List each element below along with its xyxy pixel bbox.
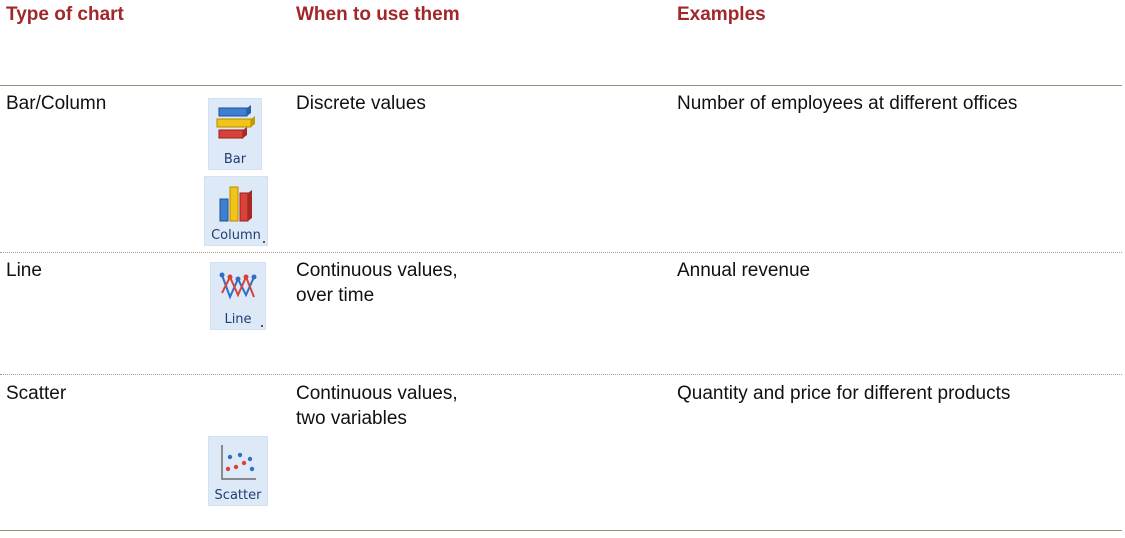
row-scatter-example: Quantity and price for different product… [677,383,1011,404]
scatter-button-label: Scatter [214,488,262,503]
line-chart-button[interactable]: Line [210,262,266,330]
expand-dot-icon [261,325,263,327]
row-line-type: Line [6,260,42,281]
row-line-when-line1: Continuous values, [296,260,458,281]
table-bottom-rule [0,530,1122,531]
bar-chart-button[interactable]: Bar [208,98,262,170]
bar-chart-icon [216,105,255,139]
scatter-chart-icon [221,445,256,480]
row-scatter-when-line1: Continuous values, [296,383,458,404]
column-chart-button[interactable]: Column [204,176,268,246]
line-chart-icon [219,272,257,300]
column-header-type: Type of chart [6,4,124,25]
row-bar-example: Number of employees at different offices [677,93,1018,114]
row-bar-when: Discrete values [296,93,426,114]
row-scatter-type: Scatter [6,383,67,404]
column-button-label: Column [211,228,261,243]
line-button-label: Line [224,312,252,327]
row-divider-1 [0,252,1122,253]
row-line-when-line2: over time [296,285,375,306]
row-line-example: Annual revenue [677,260,811,281]
row-scatter-when: Continuous values, two variables [296,381,458,431]
expand-dot-icon [263,241,265,243]
header-divider [0,85,1122,86]
column-header-when: When to use them [296,4,460,25]
bar-button-label: Bar [223,152,247,167]
scatter-chart-button[interactable]: Scatter [208,436,268,506]
row-bar-type: Bar/Column [6,93,107,114]
row-line-when: Continuous values, over time [296,258,458,308]
row-scatter-when-line2: two variables [296,408,407,429]
column-chart-icon [219,186,252,222]
column-header-examples: Examples [677,4,766,25]
row-divider-2 [0,374,1122,375]
